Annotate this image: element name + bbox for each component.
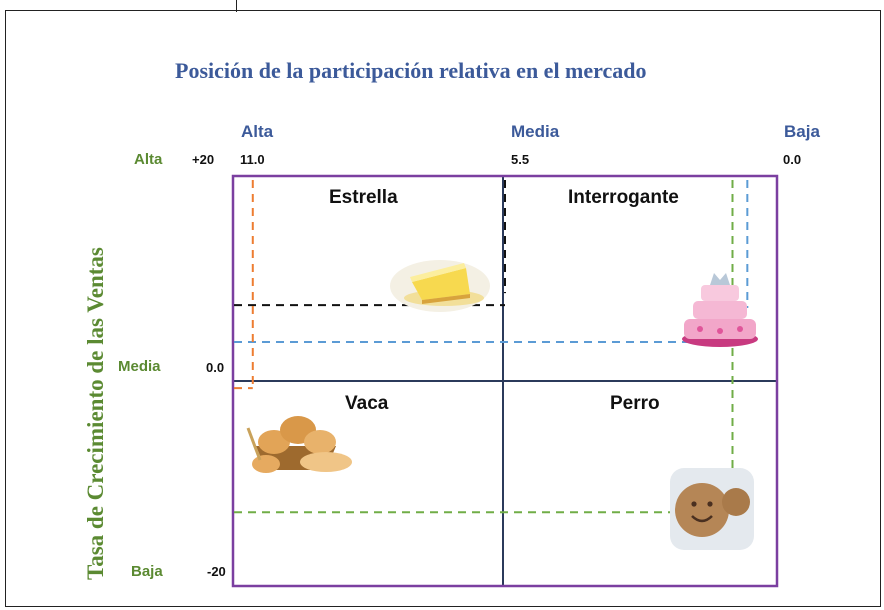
y-category-media: Media — [118, 358, 161, 375]
y-category-alta: Alta — [134, 151, 163, 168]
top-tick-mark — [236, 0, 237, 12]
x-category-media: Media — [511, 122, 560, 141]
y-tick-plus20: +20 — [192, 152, 215, 167]
x-category-alta: Alta — [241, 122, 274, 141]
x-tick-5-5: 5.5 — [511, 152, 530, 167]
tiered-cake-icon — [682, 273, 758, 347]
chart-frame — [5, 10, 881, 607]
quadrant-interrogante: Interrogante — [568, 187, 679, 208]
y-tick-0: 0.0 — [206, 360, 225, 375]
chart-title: Posición de la participación relativa en… — [175, 58, 647, 83]
quadrant-estrella: Estrella — [329, 187, 398, 208]
y-category-baja: Baja — [131, 563, 163, 580]
cheesecake-icon — [390, 260, 490, 312]
y-tick-minus20: -20 — [207, 564, 226, 579]
x-category-baja: Baja — [784, 122, 820, 141]
cookie-icon — [670, 468, 754, 550]
x-tick-11: 11.0 — [240, 152, 265, 167]
x-tick-0: 0.0 — [783, 152, 802, 167]
matrix-border — [231, 174, 779, 588]
quadrant-vaca: Vaca — [345, 393, 389, 414]
quadrant-perro: Perro — [610, 393, 660, 414]
bread-basket-icon — [246, 416, 352, 473]
